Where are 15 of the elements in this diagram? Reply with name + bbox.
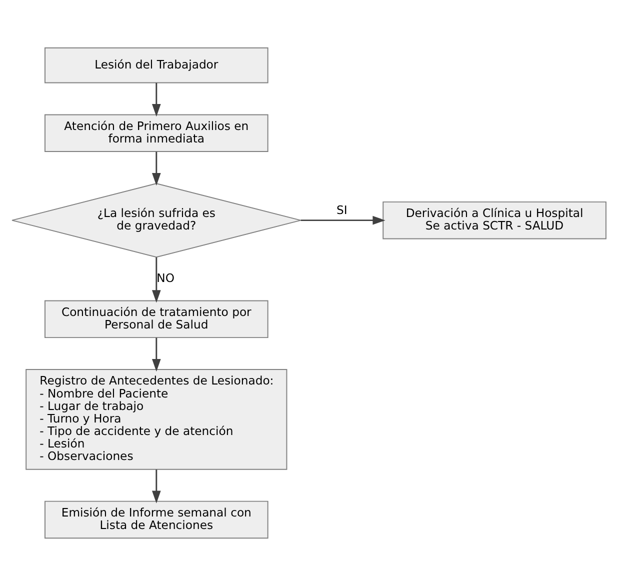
arrow [152, 82, 161, 117]
node-box: Emisión de Informe semanal con Lista de Atenciones [44, 500, 268, 539]
edge-label: NO [156, 270, 175, 285]
edge-label: SI [336, 203, 348, 218]
arrow [152, 257, 161, 303]
node-box: Registro de Antecedentes de Lesionado: - Nombre del Paciente - Lugar de trabajo - Turno y Hora - Tipo de accidente y de atención - Lesión - Observaciones [26, 369, 288, 470]
arrow [152, 470, 161, 504]
node-diamond: ¿La lesión sufrida es de gravedad? [12, 183, 302, 258]
node-box: Continuación de tratamiento por Personal de Salud [44, 300, 268, 338]
node-box: Atención de Primero Auxilios en forma inmediata [44, 114, 268, 152]
arrow [300, 216, 386, 225]
node-box: Derivación a Clínica u Hospital Se activa SCTR - SALUD [382, 201, 606, 240]
arrow [152, 338, 161, 372]
node-box: Lesión del Trabajador [44, 47, 268, 84]
arrow [152, 152, 161, 186]
